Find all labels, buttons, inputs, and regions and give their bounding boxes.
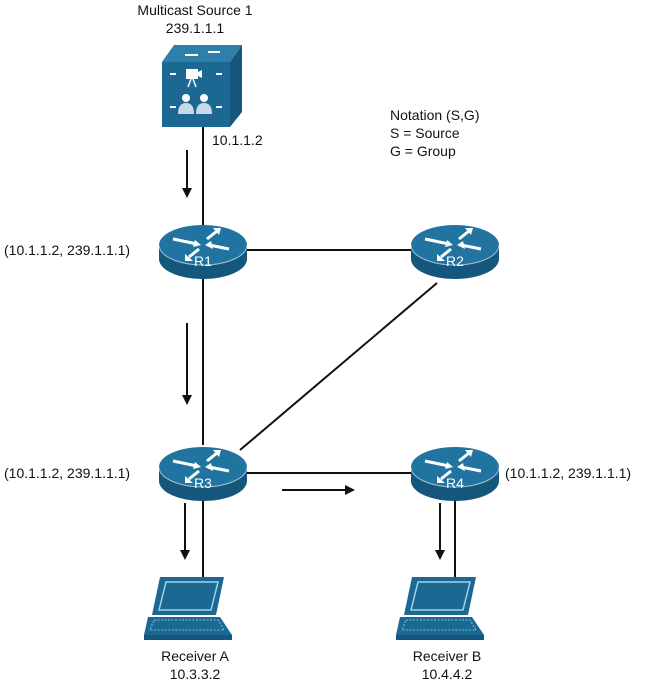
notation-source: S = Source bbox=[390, 125, 460, 141]
receiver-a-laptop-icon[interactable] bbox=[143, 576, 233, 641]
receiver-b-ip: 10.4.4.2 bbox=[422, 666, 473, 682]
r3-label: R3 bbox=[194, 475, 212, 491]
receiver-a-ip: 10.3.3.2 bbox=[170, 666, 221, 682]
receiver-b-laptop-icon[interactable] bbox=[395, 576, 485, 641]
notation-group: G = Group bbox=[390, 143, 456, 159]
router-r1[interactable] bbox=[157, 223, 249, 281]
r1-state: (10.1.1.2, 239.1.1.1) bbox=[4, 242, 130, 258]
router-r2[interactable] bbox=[409, 223, 501, 281]
router-r3[interactable] bbox=[157, 445, 249, 503]
r3-state: (10.1.1.2, 239.1.1.1) bbox=[4, 465, 130, 481]
r2-label: R2 bbox=[446, 253, 464, 269]
receiver-b-name: Receiver B bbox=[413, 648, 481, 664]
source-title: Multicast Source 1 bbox=[137, 2, 252, 18]
r4-state: (10.1.1.2, 239.1.1.1) bbox=[505, 465, 631, 481]
notation-title: Notation (S,G) bbox=[390, 107, 479, 123]
source-group: 239.1.1.1 bbox=[166, 20, 225, 36]
multicast-source-icon bbox=[162, 45, 242, 127]
source-ip: 10.1.1.2 bbox=[212, 132, 263, 148]
r4-label: R4 bbox=[446, 475, 464, 491]
r1-label: R1 bbox=[194, 253, 212, 269]
receiver-a-name: Receiver A bbox=[161, 648, 229, 664]
router-r4[interactable] bbox=[409, 445, 501, 503]
link-r2-r3 bbox=[239, 282, 438, 451]
